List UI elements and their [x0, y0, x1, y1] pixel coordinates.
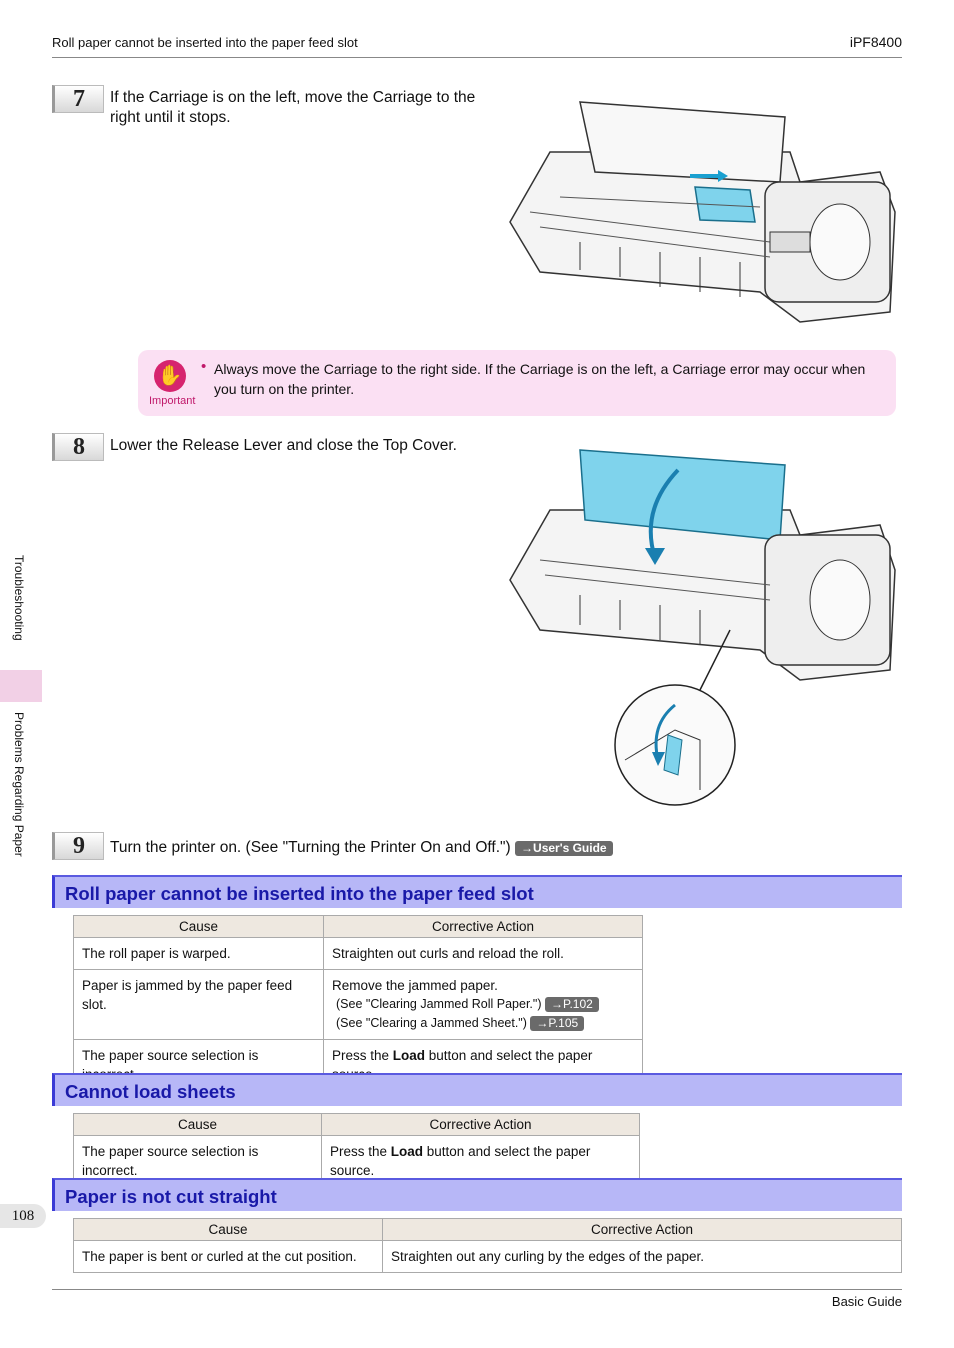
cause-cell: The roll paper is warped.	[73, 937, 324, 970]
action-text: button and select the paper source.	[330, 1144, 591, 1178]
header-title: Roll paper cannot be inserted into the p…	[52, 35, 358, 50]
sidebar-chapter[interactable]: Troubleshooting	[12, 555, 26, 641]
section-heading-cannot-load-sheets: Cannot load sheets	[52, 1073, 902, 1106]
step-number-9: 9	[52, 832, 104, 860]
step-7-text: If the Carriage is on the left, move the…	[110, 89, 476, 126]
table-not-cut-straight: Cause Corrective Action The paper is ben…	[73, 1218, 902, 1273]
table-row: Paper is jammed by the paper feed slot. …	[73, 969, 643, 1040]
action-ref-line: (See "Clearing a Jammed Sheet.") →P.105	[332, 1014, 634, 1033]
important-note	[138, 350, 896, 416]
action-ref-line: (See "Clearing Jammed Roll Paper.") →P.1…	[332, 995, 634, 1014]
section-heading-not-cut-straight: Paper is not cut straight	[52, 1178, 902, 1211]
users-guide-link[interactable]: →User's Guide	[515, 841, 613, 856]
step-8-text: Lower the Release Lever and close the To…	[110, 437, 457, 454]
header-divider	[52, 57, 902, 58]
important-text: Always move the Carriage to the right si…	[214, 361, 866, 397]
action-ref-text: (See "Clearing a Jammed Sheet.")	[336, 1016, 527, 1030]
col-header-cause: Cause	[73, 1218, 383, 1241]
step-9-label: Turn the printer on. (See "Turning the P…	[110, 839, 511, 856]
action-text: Press the	[330, 1144, 391, 1159]
section-title: Cannot load sheets	[65, 1081, 236, 1102]
table-row: The paper is bent or curled at the cut p…	[73, 1240, 902, 1273]
col-header-cause: Cause	[73, 1113, 322, 1136]
action-cell: Straighten out curls and reload the roll…	[323, 937, 643, 970]
header-model: iPF8400	[849, 34, 902, 50]
table-row: The roll paper is warped. Straighten out…	[73, 937, 643, 970]
col-header-action: Corrective Action	[323, 915, 643, 938]
page-number: 108	[0, 1204, 46, 1228]
section-title: Paper is not cut straight	[65, 1186, 277, 1207]
table-cannot-load-sheets: Cause Corrective Action The paper source…	[73, 1113, 640, 1187]
top-cover-illustration	[500, 440, 900, 806]
col-header-action: Corrective Action	[321, 1113, 640, 1136]
sidebar-section[interactable]: Problems Regarding Paper	[12, 712, 26, 857]
section-heading-roll-paper: Roll paper cannot be inserted into the p…	[52, 875, 902, 908]
action-text: Remove the jammed paper.	[332, 978, 498, 993]
cause-cell: The paper is bent or curled at the cut p…	[73, 1240, 383, 1273]
load-button-label: Load	[390, 1144, 424, 1159]
hand-stop-icon: ✋	[154, 360, 186, 392]
section-title: Roll paper cannot be inserted into the p…	[65, 883, 534, 904]
footer-divider	[52, 1289, 902, 1290]
col-header-action: Corrective Action	[382, 1218, 902, 1241]
footer-guide-name: Basic Guide	[831, 1294, 902, 1309]
cause-cell: Paper is jammed by the paper feed slot.	[73, 969, 324, 1040]
load-button-label: Load	[392, 1048, 426, 1063]
action-ref-text: (See "Clearing Jammed Roll Paper.")	[336, 997, 542, 1011]
bullet: •	[201, 358, 207, 375]
page-link-p105[interactable]: →P.105	[530, 1016, 585, 1031]
step-number-8: 8	[52, 433, 104, 461]
table-roll-paper: Cause Corrective Action The roll paper i…	[73, 915, 643, 1091]
page-link-p102[interactable]: →P.102	[544, 997, 599, 1012]
action-cell: Remove the jammed paper. (See "Clearing …	[323, 969, 643, 1040]
step-9-text: Turn the printer on. (See "Turning the P…	[110, 838, 613, 858]
sidebar-active-tab	[0, 670, 42, 702]
important-label: Important	[149, 395, 196, 407]
step-number-7: 7	[52, 85, 104, 113]
col-header-cause: Cause	[73, 915, 324, 938]
printer-carriage-illustration	[500, 92, 900, 332]
action-text: Press the	[332, 1048, 393, 1063]
action-cell: Straighten out any curling by the edges …	[382, 1240, 902, 1273]
